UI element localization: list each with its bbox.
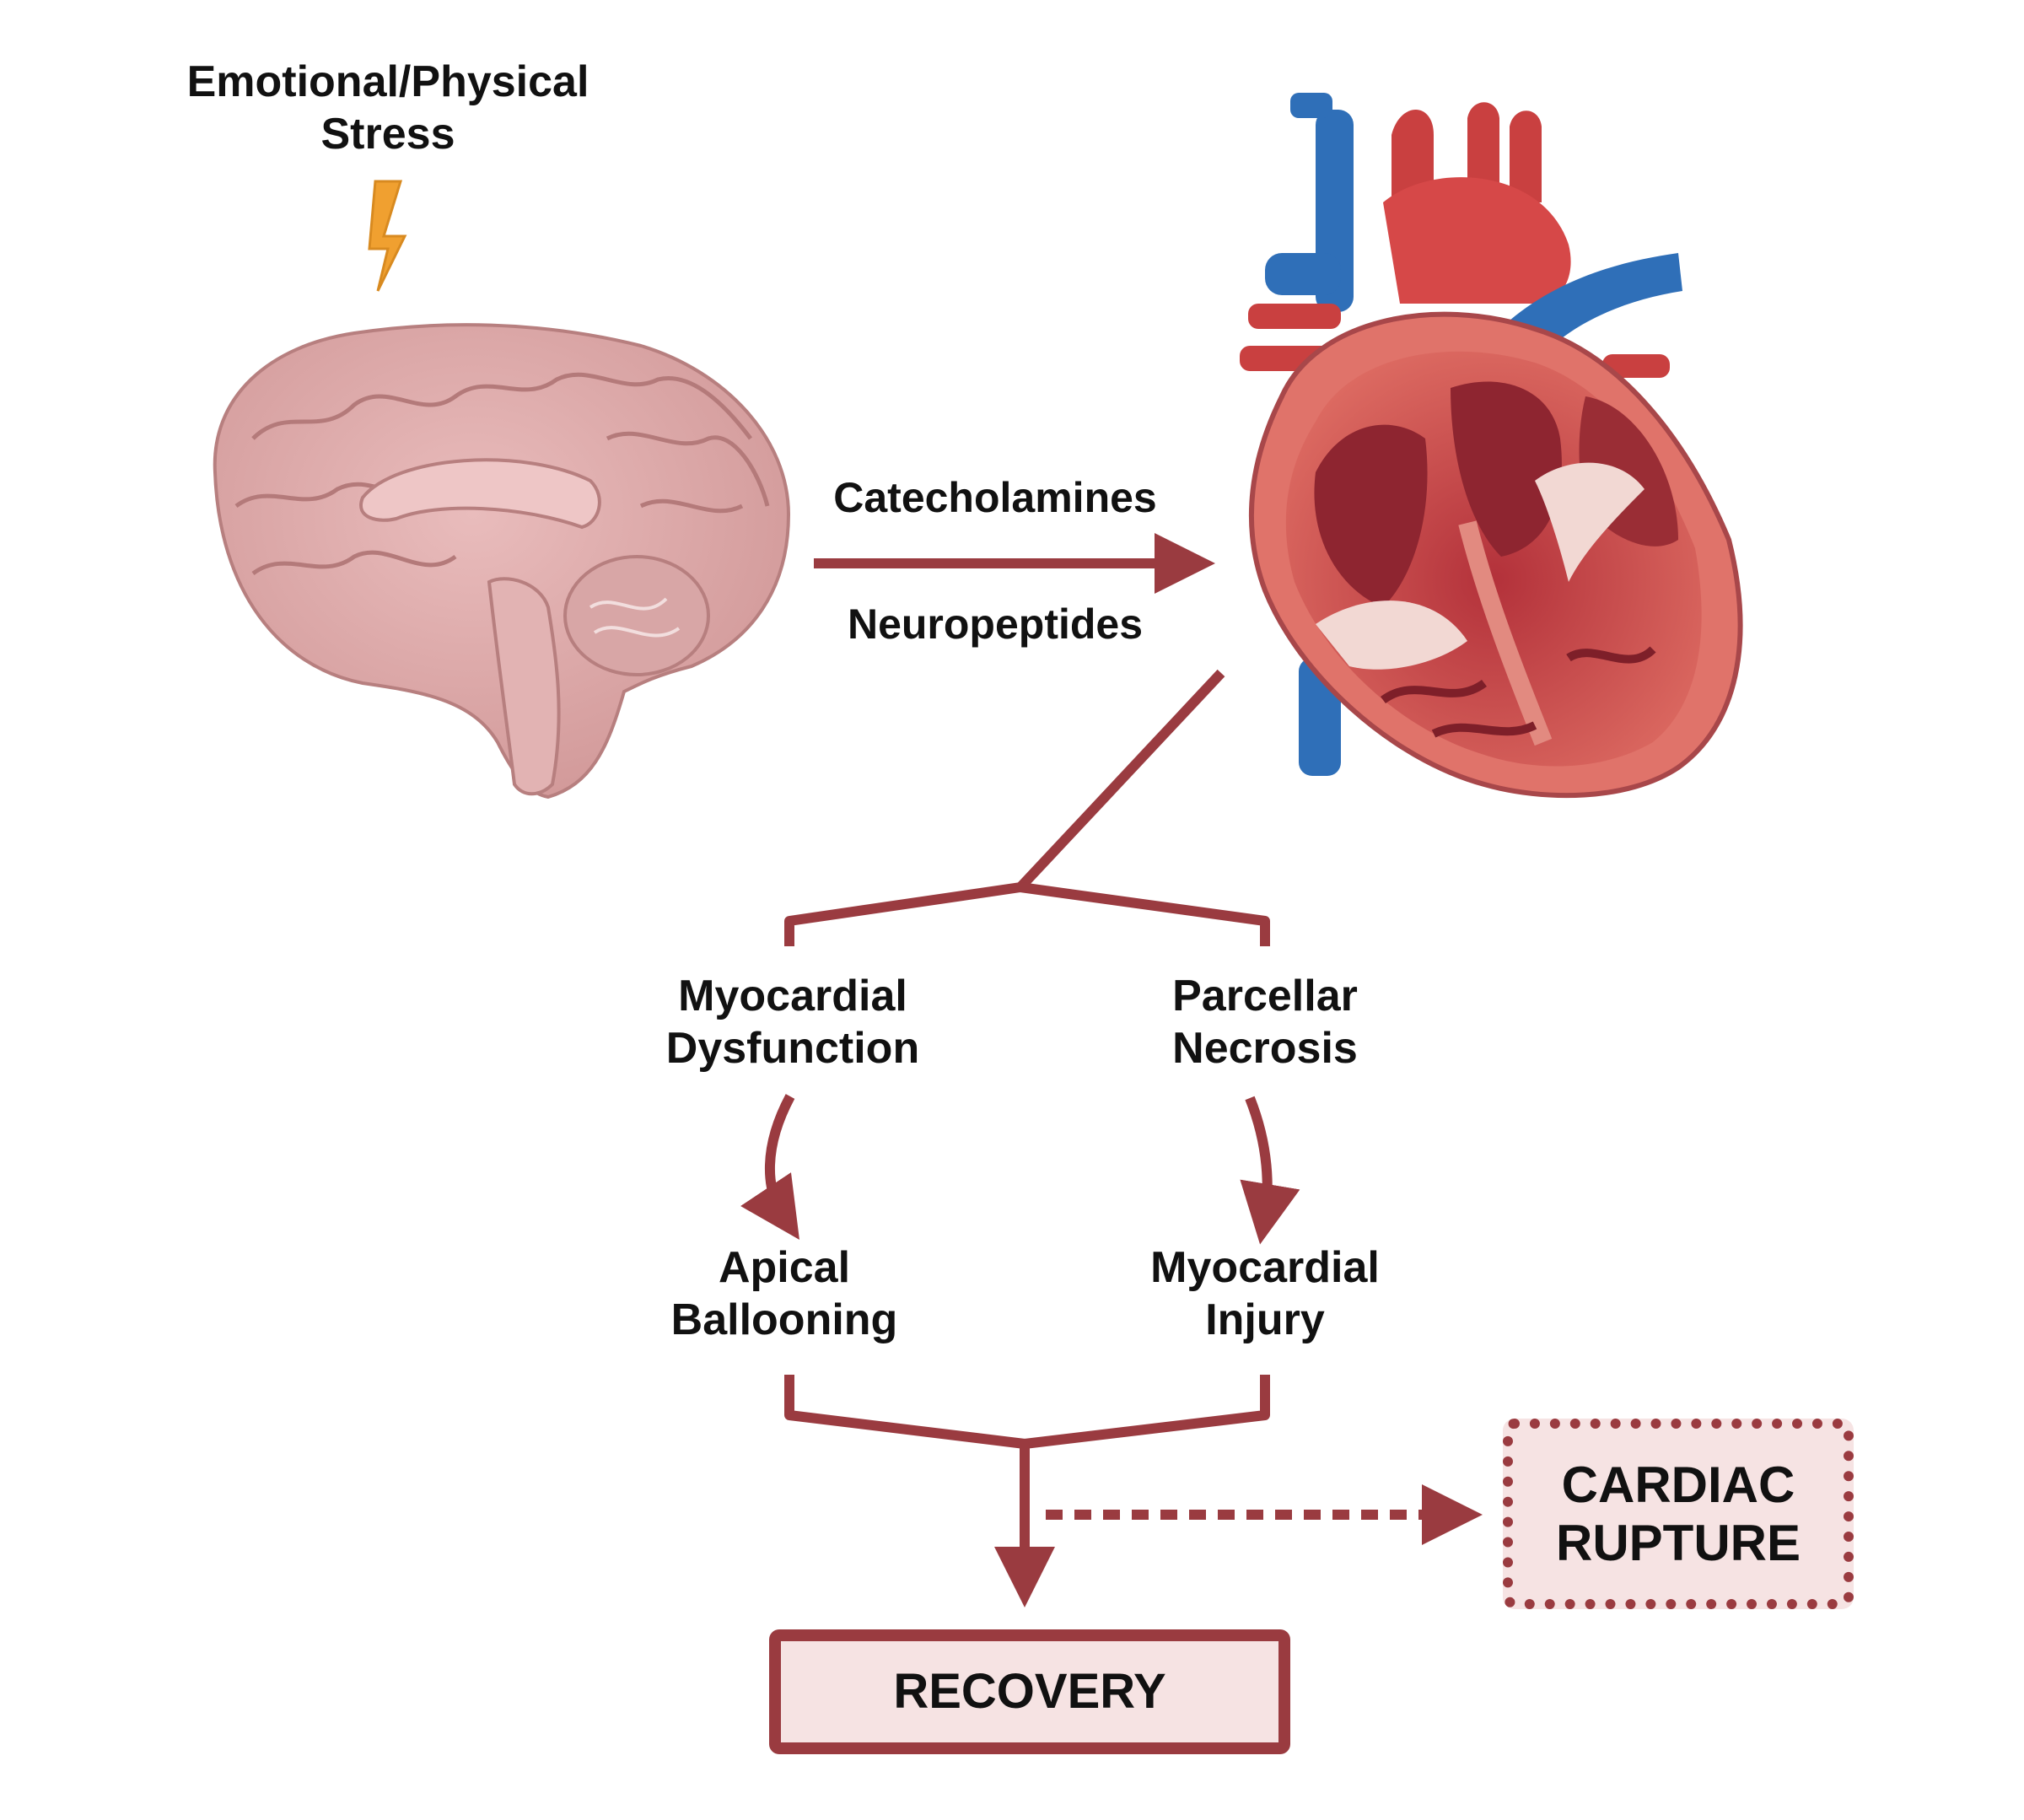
- catecholamines-label: Catecholamines: [833, 474, 1157, 521]
- rupture-label-line2: RUPTURE: [1555, 1515, 1801, 1571]
- stress-label-line2: Stress: [320, 110, 455, 159]
- brain-illustration: [213, 323, 791, 800]
- apical-ballooning-label: Apical Ballooning: [670, 1243, 898, 1345]
- parcellar-necrosis-label: Parcellar Necrosis: [1172, 972, 1358, 1074]
- stress-label-line1: Emotional/Physical: [186, 57, 589, 106]
- lightning-bolt-icon: [368, 180, 407, 292]
- recovery-box: RECOVERY: [769, 1629, 1290, 1754]
- cardiac-rupture-box: CARDIAC RUPTURE: [1503, 1419, 1854, 1609]
- rupture-label-line1: CARDIAC: [1561, 1457, 1795, 1513]
- connector-lines: [740, 533, 1483, 1607]
- stress-label: Emotional/Physical Stress: [135, 56, 641, 161]
- heart-illustration: [1240, 93, 1743, 799]
- recovery-label: RECOVERY: [893, 1663, 1166, 1719]
- neuropeptides-label: Neuropeptides: [847, 600, 1144, 648]
- myocardial-injury-label: Myocardial Injury: [1150, 1243, 1380, 1345]
- myocardial-dysfunction-label: Myocardial Dysfunction: [665, 972, 920, 1074]
